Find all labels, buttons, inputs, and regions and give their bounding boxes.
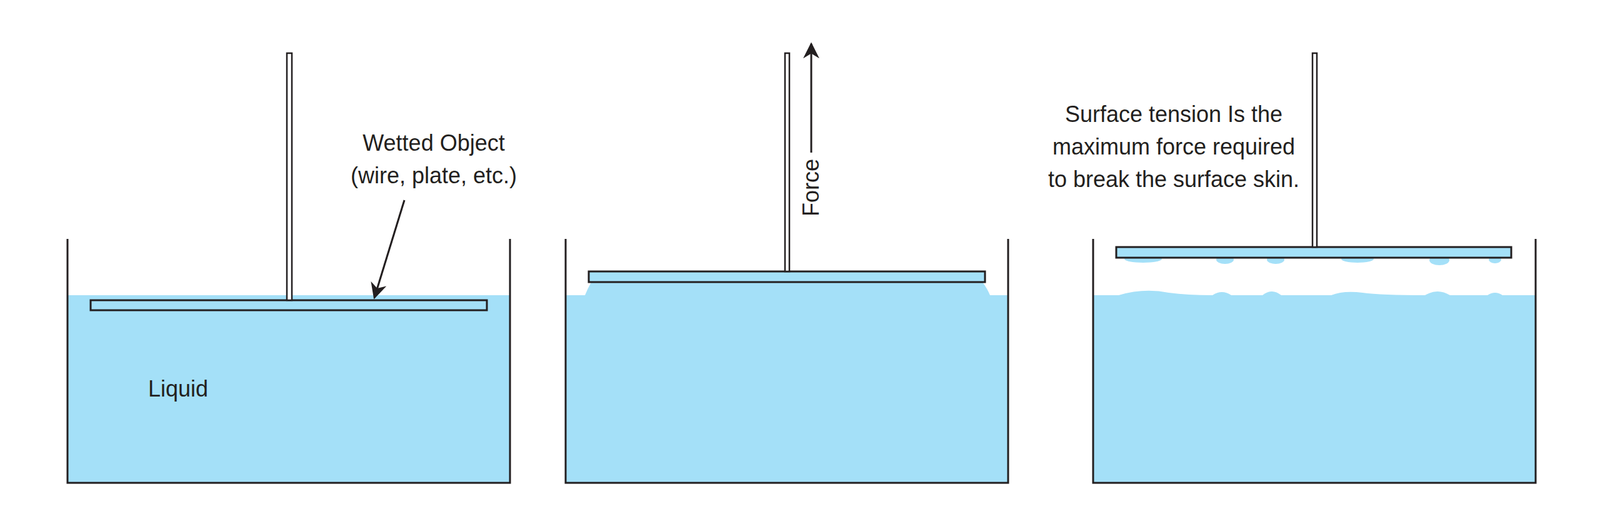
liquid: [1093, 290, 1536, 483]
tank: [565, 238, 1009, 483]
rod: [785, 53, 790, 272]
force-arrow: [810, 43, 813, 153]
liquid-label: Liquid: [115, 372, 241, 405]
wetted-plate: [588, 271, 985, 282]
rod: [1312, 53, 1317, 247]
wetted-plate: [1116, 246, 1512, 258]
tank: [1093, 238, 1536, 483]
rod: [286, 53, 292, 300]
leader-arrow: [374, 200, 405, 298]
panel-two: [565, 43, 1009, 483]
panel-one: [67, 53, 510, 483]
wetted-plate: [90, 300, 487, 310]
callout-label: Wetted Object (wire, plate, etc.): [343, 126, 525, 192]
liquid: [565, 281, 1009, 483]
liquid: [67, 295, 510, 483]
note-text: Surface tension Is the maximum force req…: [1044, 98, 1304, 196]
force-label: Force: [795, 143, 828, 232]
